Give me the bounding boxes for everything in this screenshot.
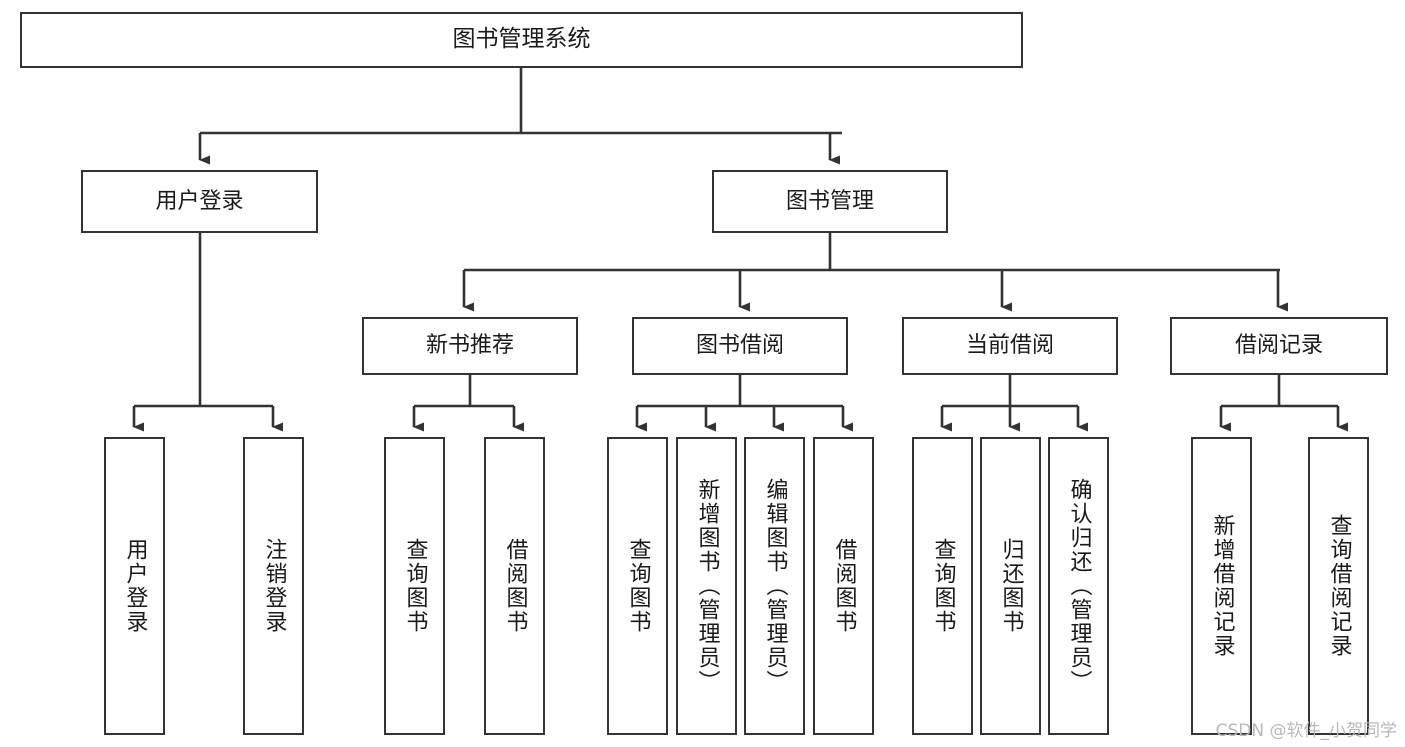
- node-book-management-label: 图书管理: [785, 188, 874, 214]
- node-leaf-logout-label: 注销登录: [261, 538, 287, 634]
- node-user-login-label: 用户登录: [155, 188, 244, 214]
- node-book-borrow-label: 图书借阅: [695, 333, 784, 359]
- node-borrow-record[interactable]: 借阅记录: [1170, 317, 1388, 375]
- node-root-label: 图书管理系统: [452, 26, 591, 53]
- node-new-book-recommend[interactable]: 新书推荐: [362, 317, 578, 375]
- node-leaf-edit-book-label: 编辑图书（管理员）: [762, 478, 788, 694]
- node-leaf-query-book-1[interactable]: 查询图书: [384, 437, 445, 735]
- node-leaf-add-book[interactable]: 新增图书（管理员）: [676, 437, 737, 735]
- node-user-login[interactable]: 用户登录: [81, 170, 318, 233]
- node-borrow-record-label: 借阅记录: [1234, 333, 1323, 359]
- csdn-watermark: CSDN @软件_小贺同学: [1215, 721, 1397, 741]
- node-leaf-user-login[interactable]: 用户登录: [104, 437, 165, 735]
- node-leaf-query-book-2[interactable]: 查询图书: [607, 437, 668, 735]
- node-book-borrow[interactable]: 图书借阅: [632, 317, 848, 375]
- node-leaf-user-login-label: 用户登录: [122, 538, 148, 634]
- node-leaf-borrow-book-2[interactable]: 借阅图书: [813, 437, 874, 735]
- node-leaf-query-book-3-label: 查询图书: [930, 538, 956, 634]
- node-leaf-add-record-label: 新增借阅记录: [1209, 514, 1235, 658]
- node-leaf-add-book-label: 新增图书（管理员）: [694, 478, 720, 694]
- node-leaf-logout[interactable]: 注销登录: [243, 437, 304, 735]
- node-leaf-query-record-label: 查询借阅记录: [1326, 514, 1352, 658]
- node-leaf-query-book-2-label: 查询图书: [625, 538, 651, 634]
- node-leaf-add-record[interactable]: 新增借阅记录: [1191, 437, 1252, 735]
- node-root[interactable]: 图书管理系统: [20, 12, 1023, 68]
- node-leaf-query-book-3[interactable]: 查询图书: [912, 437, 973, 735]
- node-leaf-borrow-book-1[interactable]: 借阅图书: [484, 437, 545, 735]
- node-leaf-query-book-1-label: 查询图书: [402, 538, 428, 634]
- node-leaf-borrow-book-2-label: 借阅图书: [831, 538, 857, 634]
- node-leaf-query-record[interactable]: 查询借阅记录: [1308, 437, 1369, 735]
- node-leaf-return-book-label: 归还图书: [998, 538, 1024, 634]
- node-leaf-confirm-return-label: 确认归还（管理员）: [1066, 478, 1092, 694]
- node-leaf-borrow-book-1-label: 借阅图书: [502, 538, 528, 634]
- node-leaf-confirm-return[interactable]: 确认归还（管理员）: [1048, 437, 1109, 735]
- node-leaf-edit-book[interactable]: 编辑图书（管理员）: [744, 437, 805, 735]
- node-book-management[interactable]: 图书管理: [712, 170, 948, 233]
- node-current-borrow-label: 当前借阅: [965, 333, 1054, 359]
- node-current-borrow[interactable]: 当前借阅: [902, 317, 1118, 375]
- node-new-book-recommend-label: 新书推荐: [425, 333, 514, 359]
- node-leaf-return-book[interactable]: 归还图书: [980, 437, 1041, 735]
